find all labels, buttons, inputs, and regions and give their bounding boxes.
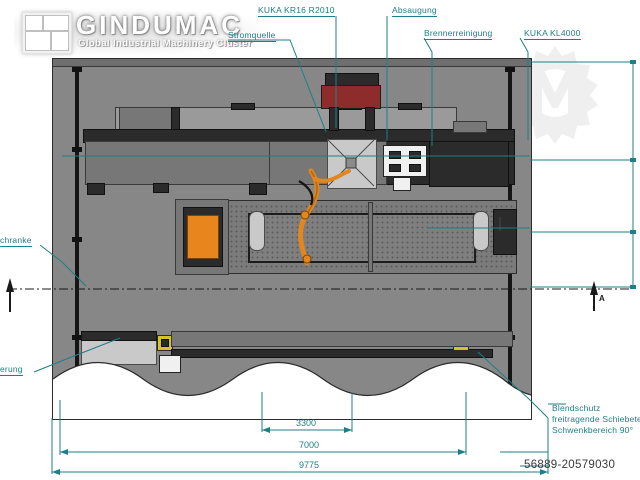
table-clamp	[249, 211, 265, 251]
power-source-leg	[329, 107, 339, 131]
brand-tagline: Global Industrial Machinery Cluster	[78, 38, 252, 49]
dimension-7000: 7000	[299, 440, 320, 450]
power-source-leg	[365, 107, 375, 131]
torch-cleaning-slot	[409, 151, 421, 159]
callout-absicherung: erung	[0, 364, 23, 376]
power-source-body	[321, 85, 381, 109]
gate-rail	[171, 349, 493, 358]
table-clamp	[473, 211, 489, 251]
torch-cleaning-slot	[409, 164, 421, 172]
right-module-cap	[453, 121, 487, 133]
enclosure-post	[72, 67, 82, 389]
gear-m-icon	[500, 38, 610, 148]
rail-clip	[398, 103, 422, 110]
rail-foot	[87, 183, 105, 195]
workpiece	[187, 215, 219, 259]
dimension-9775: 9775	[299, 460, 320, 470]
section-mark-a: A	[599, 294, 605, 303]
right-module	[429, 141, 509, 187]
sliding-gate-top	[81, 331, 157, 341]
gindumac-logo: GINDUMAC Global Industrial Machinery Clu…	[14, 8, 274, 56]
callout-stromquelle: Stromquelle	[228, 30, 276, 42]
callout-kuka-kl4000: KUKA KL4000	[524, 28, 581, 40]
brick-blocks-icon	[22, 12, 72, 54]
rail-foot	[249, 183, 267, 195]
gate-upper-beam	[171, 331, 513, 347]
callout-blendschutz-line3: Schwenkbereich 90°	[552, 425, 634, 435]
callout-blendschutz-line1: Blendschutz	[552, 403, 601, 413]
plate-top-band	[53, 59, 531, 67]
rail-clip	[231, 103, 255, 110]
callout-lichtschranke: chranke	[0, 235, 32, 247]
gate-sensor-dot	[161, 339, 169, 347]
table-fixture-slot	[499, 217, 501, 231]
table-fixture	[493, 209, 517, 255]
torch-cleaning-slot	[389, 164, 401, 172]
callout-kuka-kr16: KUKA KR16 R2010	[258, 5, 335, 17]
dimension-3300: 3300	[296, 418, 317, 428]
table-divider	[368, 202, 373, 272]
gate-base	[159, 355, 181, 373]
listing-id: 56889-20579030	[524, 459, 616, 471]
callout-absaugung: Absaugung	[392, 5, 437, 17]
rail-foot	[153, 183, 169, 193]
table-inner-frame	[248, 213, 476, 263]
torch-cleaning-base	[393, 177, 411, 191]
callout-brennerreinigung: Brennerreinigung	[424, 28, 493, 40]
torch-cleaning-slot	[389, 151, 401, 159]
machine-layout-plate	[52, 58, 532, 420]
section-break-wave	[53, 362, 531, 419]
welding-hose	[298, 168, 351, 266]
brand-name: GINDUMAC	[76, 10, 243, 40]
callout-blendschutz-line2: freitragende Schiebetel	[552, 414, 640, 424]
